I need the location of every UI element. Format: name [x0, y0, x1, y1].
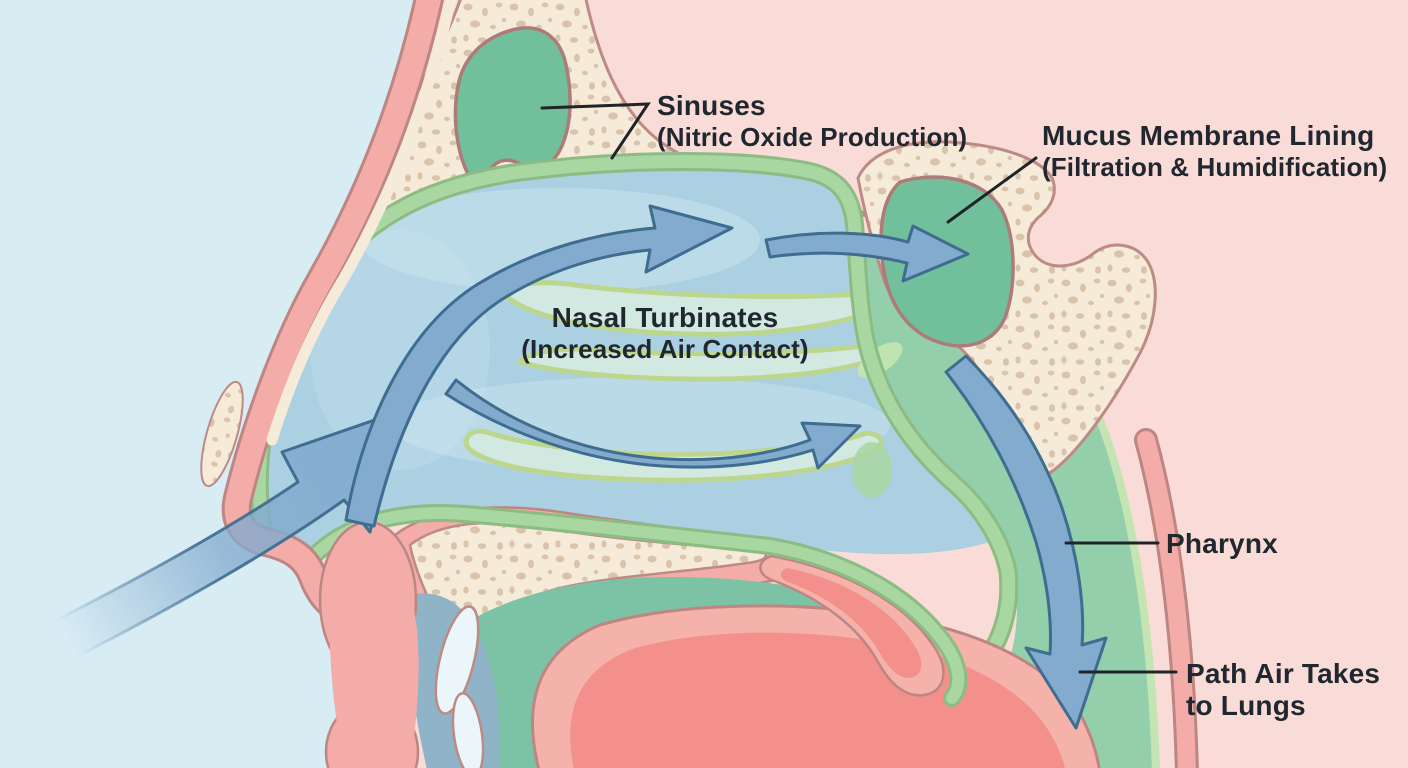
pharynx-edge-line	[1096, 416, 1160, 768]
airflow-arrow-pharynx	[944, 354, 1108, 730]
turbinate-lower	[463, 428, 884, 483]
label-nasal-turbinates-subtitle: (Increased Air Contact)	[521, 334, 809, 365]
cavity-highlight	[310, 230, 490, 470]
frontal-sinus	[453, 26, 572, 184]
turbinate-tail	[852, 442, 892, 498]
upper-tooth	[434, 605, 480, 715]
label-nasal-turbinates: Nasal Turbinates (Increased Air Contact)	[420, 302, 910, 365]
uvula-inner	[780, 568, 922, 678]
airflow-arrow-middle	[444, 378, 862, 470]
label-pharynx-title: Pharynx	[1166, 528, 1278, 559]
lower-tooth	[451, 692, 485, 768]
label-mucus-membrane-subtitle: (Filtration & Humidification)	[1042, 152, 1388, 183]
leader-line-mucus	[946, 156, 1038, 224]
airflow-arrow-inhale	[50, 410, 400, 658]
leader-line-sinuses	[540, 102, 651, 160]
label-pharynx: Pharynx	[1166, 528, 1278, 560]
label-path-to-lungs: Path Air Takes to Lungs	[1186, 658, 1380, 723]
label-path-to-lungs-line2: to Lungs	[1186, 690, 1306, 722]
gum	[329, 559, 419, 768]
nasal-septum-cartilage	[200, 380, 244, 488]
label-sinuses-subtitle: (Nitric Oxide Production)	[657, 122, 968, 153]
label-sinuses: Sinuses (Nitric Oxide Production)	[657, 90, 967, 153]
label-sinuses-title: Sinuses	[657, 90, 766, 121]
skin-highlight-stripe	[266, 0, 457, 446]
label-mucus-membrane: Mucus Membrane Lining (Filtration & Humi…	[1042, 120, 1387, 183]
mucus-lining-floor-band	[306, 507, 965, 704]
label-mucus-membrane-title: Mucus Membrane Lining	[1042, 120, 1375, 151]
label-nasal-turbinates-title: Nasal Turbinates	[551, 302, 779, 333]
airflow-arrow-sinus	[764, 224, 970, 283]
pharyngeal-wall-skin	[1137, 431, 1196, 768]
airflow-arrow-main	[344, 204, 734, 528]
label-path-to-lungs-line1: Path Air Takes	[1186, 658, 1381, 689]
